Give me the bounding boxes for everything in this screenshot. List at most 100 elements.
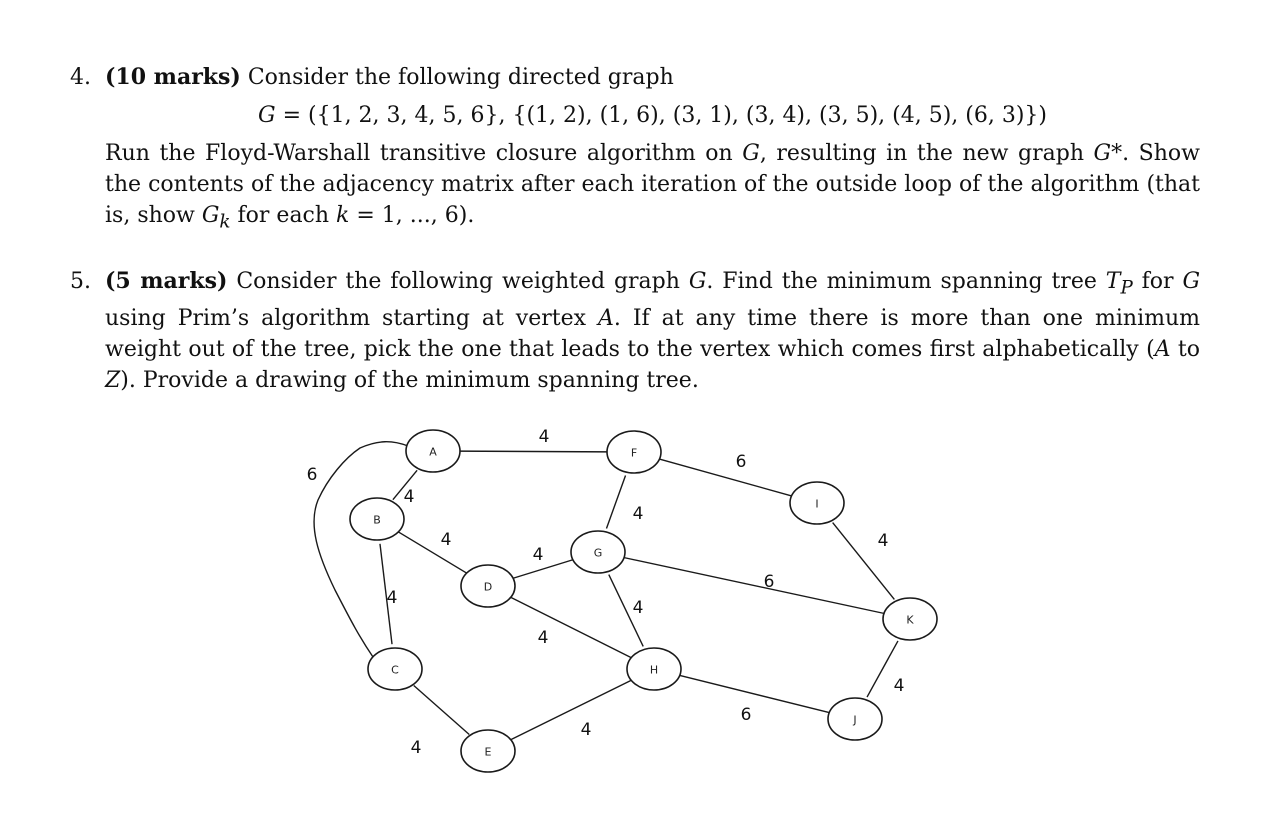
node-e: E [460,729,516,773]
node-j: J [827,697,883,741]
edge-weight-d-h: 4 [538,628,549,648]
edge-d-h [510,596,632,659]
question-4-intro: Consider the following directed graph [240,65,674,90]
edge-weight-e-h: 4 [581,720,592,740]
question-4-marks: (10 marks) [105,64,241,90]
edge-a-b [392,469,418,501]
edge-weight-g-k: 6 [764,572,775,592]
q5-text-6: to [1170,337,1200,363]
q5-var-a: A [598,306,614,332]
node-circle-e [460,729,516,773]
node-circle-i [789,481,845,525]
q5-text-5: . If at any time there is more than one … [105,306,1200,363]
q4-var-k: k [336,203,350,228]
node-circle-a [405,429,461,473]
question-4-intro-line: (10 marks) Consider the following direct… [105,62,1200,93]
question-5-number: 5. [70,269,91,294]
question-4: 4. (10 marks) Consider the following dir… [70,62,1200,237]
node-circle-j [827,697,883,741]
question-5-marks: (5 marks) [105,268,228,294]
q4-text-2: , resulting in the new graph [759,141,1094,166]
node-label-h: H [650,664,658,677]
q4-var-gk: G [201,203,220,228]
edge-b-c [379,543,393,645]
graph-edges [313,441,899,741]
node-label-d: D [484,581,492,594]
node-a: A [405,429,461,473]
node-circle-k [882,597,938,641]
edge-weight-h-j: 6 [741,705,752,725]
edge-weight-c-e: 4 [411,738,422,758]
node-h: H [626,647,682,691]
node-i: I [789,481,845,525]
q5-var-g2: G [1182,269,1201,294]
question-5: 5. (5 marks) Consider the following weig… [70,266,1200,396]
edge-weight-i-k: 4 [878,531,889,551]
node-d: D [460,564,516,608]
q5-text-1: Consider the following weighted graph [227,269,689,294]
q5-var-g: G [688,269,707,294]
node-label-a: A [429,446,437,459]
graph-definition-formula: G = ({1, 2, 3, 4, 5, 6}, {(1, 2), (1, 6)… [105,100,1200,131]
q5-text-3: for [1132,269,1183,294]
q5-var-t: T [1105,269,1121,294]
edge-b-d [398,531,467,574]
edge-weight-g-h: 4 [633,598,644,618]
node-c: C [367,647,423,691]
edge-i-k [832,522,895,600]
formula-rhs: = ({1, 2, 3, 4, 5, 6}, {(1, 2), (1, 6), … [275,103,1047,128]
node-label-k: K [906,614,914,627]
q4-var-g: G [742,141,760,166]
edge-f-i [657,458,794,497]
edge-c-e [413,685,470,735]
question-4-number: 4. [70,65,91,90]
node-circle-f [606,430,662,474]
q4-var-k-sub: k [219,211,231,233]
question-4-paragraph: Run the Floyd-Warshall transitive closur… [105,138,1200,237]
edge-a-c [313,441,409,658]
node-circle-c [367,647,423,691]
graph-nodes: A B C D E F G H I J K [349,429,938,773]
q5-var-a2: A [1154,337,1171,363]
question-5-body: (5 marks) Consider the following weighte… [105,266,1200,396]
node-g: G [570,530,626,574]
edge-weight-a-b: 4 [404,487,415,507]
node-k: K [882,597,938,641]
node-f: F [606,430,662,474]
q4-text-4: for each [230,203,337,228]
edge-weight-d-g: 4 [533,545,544,565]
q4-text-3: . Show the contents of the adjacency mat… [105,141,1200,228]
node-circle-h [626,647,682,691]
node-circle-b [349,497,405,541]
q4-var-gstar: G* [1093,141,1123,166]
edge-g-h [608,574,644,647]
node-label-j: J [852,714,856,727]
edge-e-h [510,679,632,741]
node-circle-g [570,530,626,574]
edge-weight-b-d: 4 [441,530,452,550]
node-label-b: B [373,514,381,527]
q5-var-p-sub: P [1120,277,1133,299]
node-b: B [349,497,405,541]
edge-f-g [605,475,627,529]
q4-text-5: = 1, ..., 6). [349,203,475,228]
edge-weight-f-g: 4 [633,504,644,524]
edge-weight-j-k: 4 [894,676,905,696]
edge-a-f [457,450,610,453]
node-label-i: I [815,498,818,511]
edge-weight-a-f: 4 [539,427,550,447]
node-label-c: C [391,664,399,677]
edge-weight-b-c: 4 [387,588,398,608]
node-label-e: E [485,746,492,759]
edge-weight-a-c: 6 [307,465,318,485]
q4-text-1: Run the Floyd-Warshall transitive closur… [105,141,743,166]
q5-text-2: . Find the minimum spanning tree [706,269,1106,294]
edge-j-k [866,640,899,698]
question-4-body: (10 marks) Consider the following direct… [105,62,1200,237]
q5-var-z: Z [105,368,121,394]
edge-h-j [678,674,831,714]
edge-d-g [511,558,575,580]
node-label-g: G [594,547,603,560]
